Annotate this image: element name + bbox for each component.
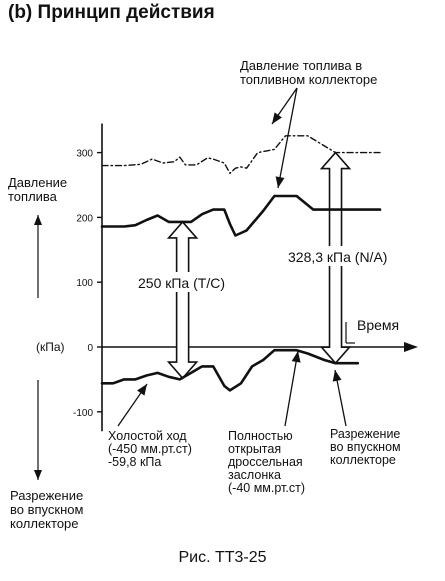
series-line-1 — [101, 135, 381, 175]
legend-callout-solid-line — [277, 87, 298, 189]
vac-label-line-2: во впускном — [330, 440, 401, 454]
y-tick-label-3: 0 — [87, 343, 93, 354]
y-tick-label-0: 300 — [76, 149, 93, 160]
tc-difference-arrow — [166, 220, 199, 380]
idle-label-line-1: Холостой ход — [108, 429, 187, 443]
callout-arrows — [117, 87, 347, 427]
ylabel-bottom-line-2: во впускном — [10, 502, 83, 517]
wot-label-line-3: дроссельная — [228, 455, 303, 469]
na-label-bg — [286, 246, 402, 266]
vac-callout-head — [332, 370, 342, 382]
y-tick-label-2: 100 — [76, 278, 93, 289]
pressure-up-arrow-head — [34, 215, 42, 225]
series-line-2 — [100, 194, 382, 237]
tc-label-bg — [136, 272, 239, 292]
idle-label-line-3: -59,8 кПа — [108, 455, 161, 469]
legend-top-line-1: Давление топлива в — [240, 58, 362, 73]
axes: 300 200 100 0 -100 Время — [34, 123, 418, 480]
legend-callout-solid-head — [275, 176, 285, 188]
series-line-3 — [100, 348, 360, 392]
y-tick-label-1: 200 — [76, 213, 93, 224]
wot-label-line-4: заслонка — [228, 468, 281, 482]
ylabel-bottom-line-1: Разрежение — [10, 488, 83, 503]
y-tick-label-4: -100 — [73, 408, 93, 419]
time-axis-label: Время — [357, 317, 399, 333]
wot-callout-line — [284, 350, 299, 427]
wot-label-line-2: открытая — [228, 442, 281, 456]
vac-label-line-3: коллекторе — [330, 453, 396, 467]
series-lines — [100, 135, 382, 392]
figure-caption: Рис. ТТ3-25 — [178, 549, 267, 566]
legend-top-line-2: топливном коллекторе — [240, 72, 377, 87]
wot-callout-head — [291, 351, 301, 363]
na-label: 328,3 кПа (N/A) — [288, 249, 387, 265]
time-axis-arrowhead — [404, 342, 418, 352]
ylabel-unit: (кПа) — [36, 340, 65, 354]
page-title: (b) Принцип действия — [8, 2, 215, 23]
tc-label: 250 кПа (T/C) — [138, 275, 225, 291]
idle-callout-head — [137, 384, 147, 396]
ylabel-top-line-2: топлива — [8, 189, 58, 204]
wot-label-line-1: Полностью — [228, 429, 293, 443]
legend-callout-dashdot-head — [272, 112, 282, 124]
ylabel-bottom-line-3: коллекторе — [10, 516, 79, 531]
ylabel-top-line-1: Давление — [8, 175, 67, 190]
vac-label-line-1: Разрежение — [330, 427, 400, 441]
wot-label-line-5: (-40 мм.рт.ст) — [228, 481, 305, 495]
idle-label-line-2: (-450 мм.рт.ст) — [108, 442, 192, 456]
vacuum-down-arrow-head — [34, 470, 42, 480]
